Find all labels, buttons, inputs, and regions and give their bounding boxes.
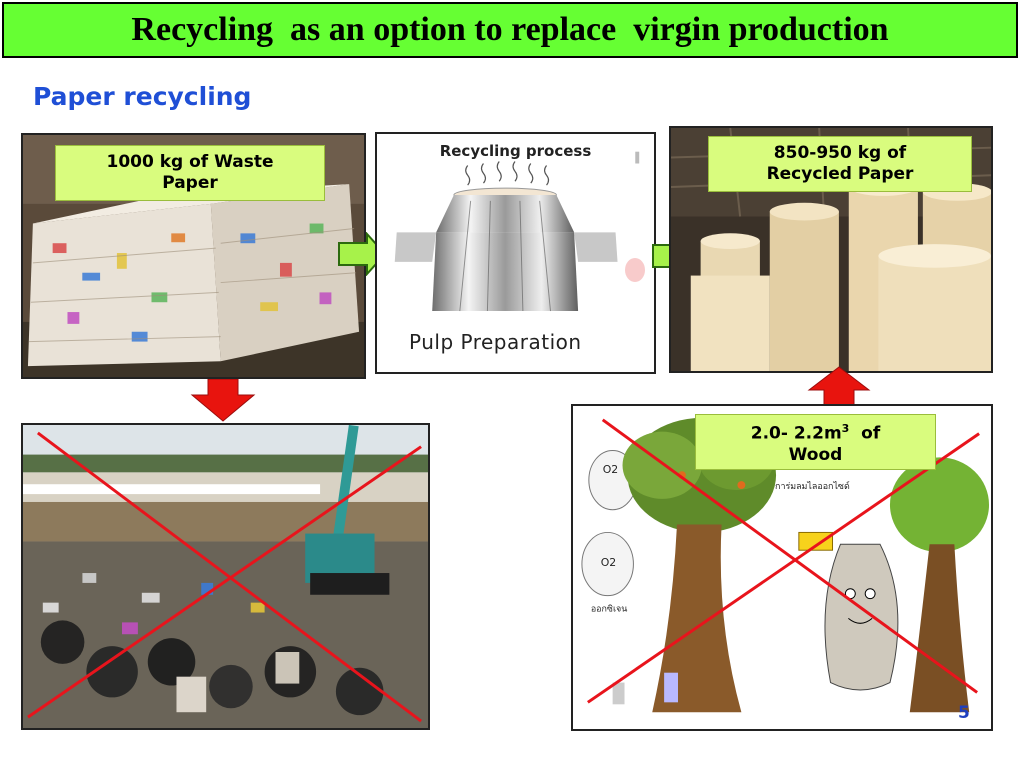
recycled-paper-label: 850-950 kg of Recycled Paper — [708, 136, 972, 192]
wood-label-line1: 2.0- 2.2m3 of — [751, 418, 881, 445]
wood-unit-superscript: 3 — [841, 422, 850, 436]
pulp-machine-icon — [394, 151, 640, 312]
o2-text: O2 — [601, 556, 617, 569]
wood-quantity: 2.0- 2.2m — [750, 423, 842, 444]
o2-text: O2 — [603, 463, 619, 476]
page-number: 5 — [958, 703, 970, 723]
process-title: Recycling process — [439, 142, 592, 160]
process-caption: Pulp Preparation — [409, 330, 582, 354]
wood-cartoon-panel: O2 O2 ออกซิเจน การ่มลมไลออกไซด์ 2.0- 2.2… — [571, 404, 993, 731]
decorative-blur — [625, 258, 645, 282]
title-bar: Recycling as an option to replace virgin… — [2, 2, 1018, 58]
o2-caption: ออกซิเจน — [591, 603, 627, 614]
recycling-process-panel: Recycling process Pulp Preparation — [375, 132, 656, 374]
top-caption: การ่มลมไลออกไซด์ — [775, 480, 850, 492]
wood-of: of — [849, 423, 881, 444]
arrow-down-icon — [190, 379, 256, 422]
wood-label: 2.0- 2.2m3 of Wood — [695, 414, 936, 470]
slide-title: Recycling as an option to replace virgin… — [131, 11, 889, 48]
arrow-up-icon — [807, 366, 871, 408]
section-heading: Paper recycling — [33, 82, 252, 111]
waste-paper-label: 1000 kg of Waste Paper — [55, 145, 325, 201]
cross-out-icon — [587, 418, 980, 704]
landfill-photo — [21, 423, 430, 730]
waste-paper-photo: 1000 kg of Waste Paper — [21, 133, 366, 379]
recycled-paper-photo: 850-950 kg of Recycled Paper — [669, 126, 993, 373]
cross-out-icon — [27, 431, 422, 723]
wood-label-line2: Wood — [788, 444, 843, 465]
